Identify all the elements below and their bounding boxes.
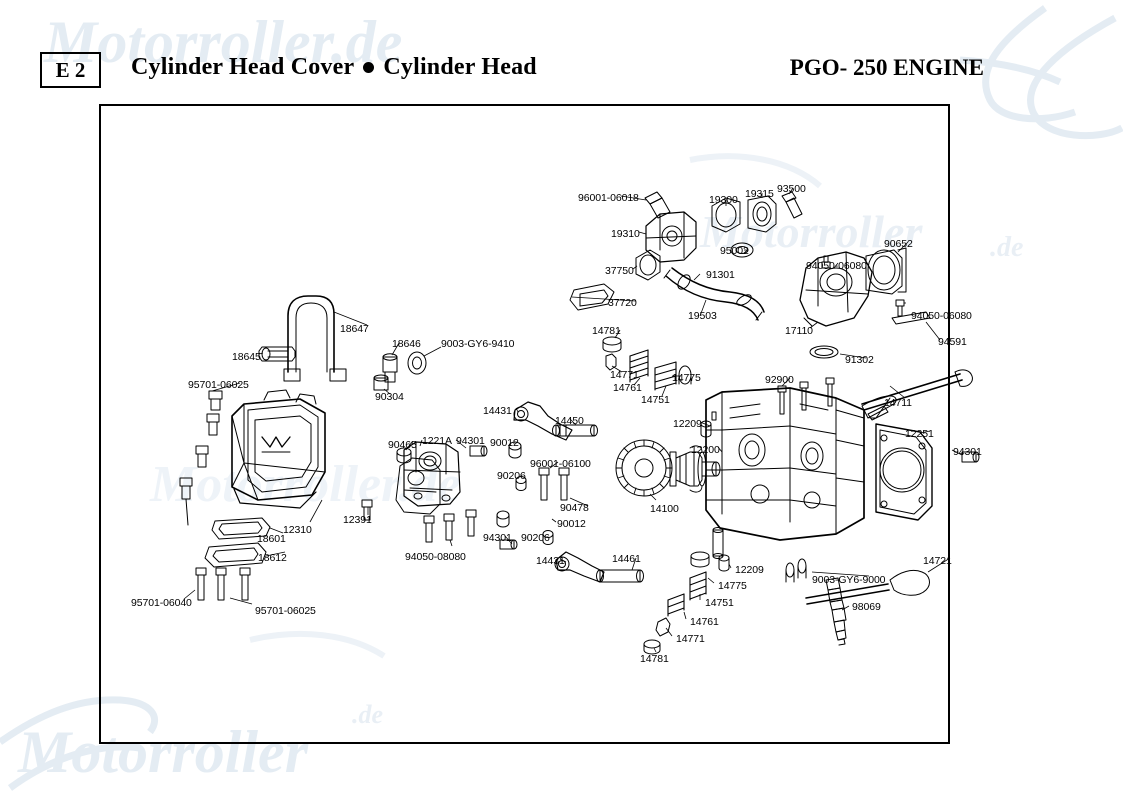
part-label-90012-a: 90012 — [490, 437, 519, 449]
part-label-14461: 14461 — [612, 553, 641, 565]
part-label-19315: 19315 — [745, 188, 774, 200]
part-label-18647: 18647 — [340, 323, 369, 335]
part-label-9003-GY6-9000: 9003-GY6-9000 — [812, 574, 886, 586]
page-title-part-2: Cylinder Head — [383, 54, 537, 80]
part-label-94301-b: 94301 — [953, 446, 982, 458]
part-label-14450: 14450 — [555, 415, 584, 427]
part-label-94050-08080: 94050-08080 — [405, 551, 466, 563]
page-header: E 2 Cylinder Head Cover Cylinder Head PG… — [0, 0, 1123, 100]
part-label-12209-bot: 12209 — [735, 564, 764, 576]
part-label-91302: 91302 — [845, 354, 874, 366]
part-label-14751-bot: 14751 — [705, 597, 734, 609]
part-label-1221A: 1221A — [422, 435, 452, 447]
part-label-14781-bot: 14781 — [640, 653, 669, 665]
part-label-94050-06080-a: 94050-06080 — [806, 260, 867, 272]
part-label-96001-06100: 96001-06100 — [530, 458, 591, 470]
part-label-95701-06040: 95701-06040 — [131, 597, 192, 609]
part-label-92900: 92900 — [765, 374, 794, 386]
part-label-98069: 98069 — [852, 601, 881, 613]
page-title: Cylinder Head Cover Cylinder Head — [131, 54, 537, 81]
watermark-de-right: .de — [990, 232, 1024, 263]
part-label-95701-06025-bot: 95701-06025 — [255, 605, 316, 617]
part-label-12209-top: 12209 — [673, 418, 702, 430]
part-label-95002: 95002 — [720, 245, 749, 257]
part-label-18601: 18601 — [257, 533, 286, 545]
part-label-90206-a: 90206 — [497, 470, 526, 482]
part-label-94050-06080-b: 94050-06080 — [911, 310, 972, 322]
part-label-37750: 37750 — [605, 265, 634, 277]
part-label-14751-top: 14751 — [641, 394, 670, 406]
part-label-18612: 18612 — [258, 552, 287, 564]
part-label-37720: 37720 — [608, 297, 637, 309]
page-title-part-1: Cylinder Head Cover — [131, 54, 355, 80]
part-label-91301: 91301 — [706, 269, 735, 281]
part-label-19503: 19503 — [688, 310, 717, 322]
part-label-14761-top: 14761 — [613, 382, 642, 394]
part-label-14100: 14100 — [650, 503, 679, 515]
part-label-95701-06025-top: 95701-06025 — [188, 379, 249, 391]
diagram-frame — [99, 104, 950, 744]
part-label-14431-top: 14431 — [483, 405, 512, 417]
part-label-12391: 12391 — [343, 514, 372, 526]
part-label-14771-bot: 14771 — [676, 633, 705, 645]
section-code-box: E 2 — [40, 52, 101, 88]
part-label-90478: 90478 — [560, 502, 589, 514]
part-label-90012-b: 90012 — [557, 518, 586, 530]
part-label-14775-bot: 14775 — [718, 580, 747, 592]
part-label-18646: 18646 — [392, 338, 421, 350]
engine-model-label: PGO- 250 ENGINE — [789, 55, 984, 80]
part-label-93500: 93500 — [777, 183, 806, 195]
part-label-12251: 12251 — [905, 428, 934, 440]
part-label-94301-c: 94301 — [483, 532, 512, 544]
part-label-14721: 14721 — [923, 555, 952, 567]
part-label-90465: 90465 — [388, 439, 417, 451]
part-label-90304: 90304 — [375, 391, 404, 403]
part-label-14781-top: 14781 — [592, 325, 621, 337]
part-label-96001-06018: 96001-06018 — [578, 192, 639, 204]
part-label-19310: 19310 — [611, 228, 640, 240]
part-label-19300: 19300 — [709, 194, 738, 206]
part-label-14771-top: 14771 — [610, 369, 639, 381]
part-label-90206-b: 90206 — [521, 532, 550, 544]
part-label-17110: 17110 — [785, 325, 813, 337]
title-bullet-icon — [363, 62, 375, 73]
part-label-18645: 18645 — [232, 351, 261, 363]
part-label-14761-bot: 14761 — [690, 616, 719, 628]
part-label-94301-a: 94301 — [456, 435, 485, 447]
part-label-12310: 12310 — [283, 524, 312, 536]
part-label-14431-bot: 14431 — [536, 555, 565, 567]
part-label-9003-GY6-9410: 9003-GY6-9410 — [441, 338, 515, 350]
part-label-14775-top: 14775 — [672, 372, 701, 384]
part-label-14711: 14711 — [884, 397, 912, 409]
part-label-94591: 94591 — [938, 336, 967, 348]
part-label-12200: 12200 — [691, 444, 720, 456]
part-label-90652: 90652 — [884, 238, 913, 250]
